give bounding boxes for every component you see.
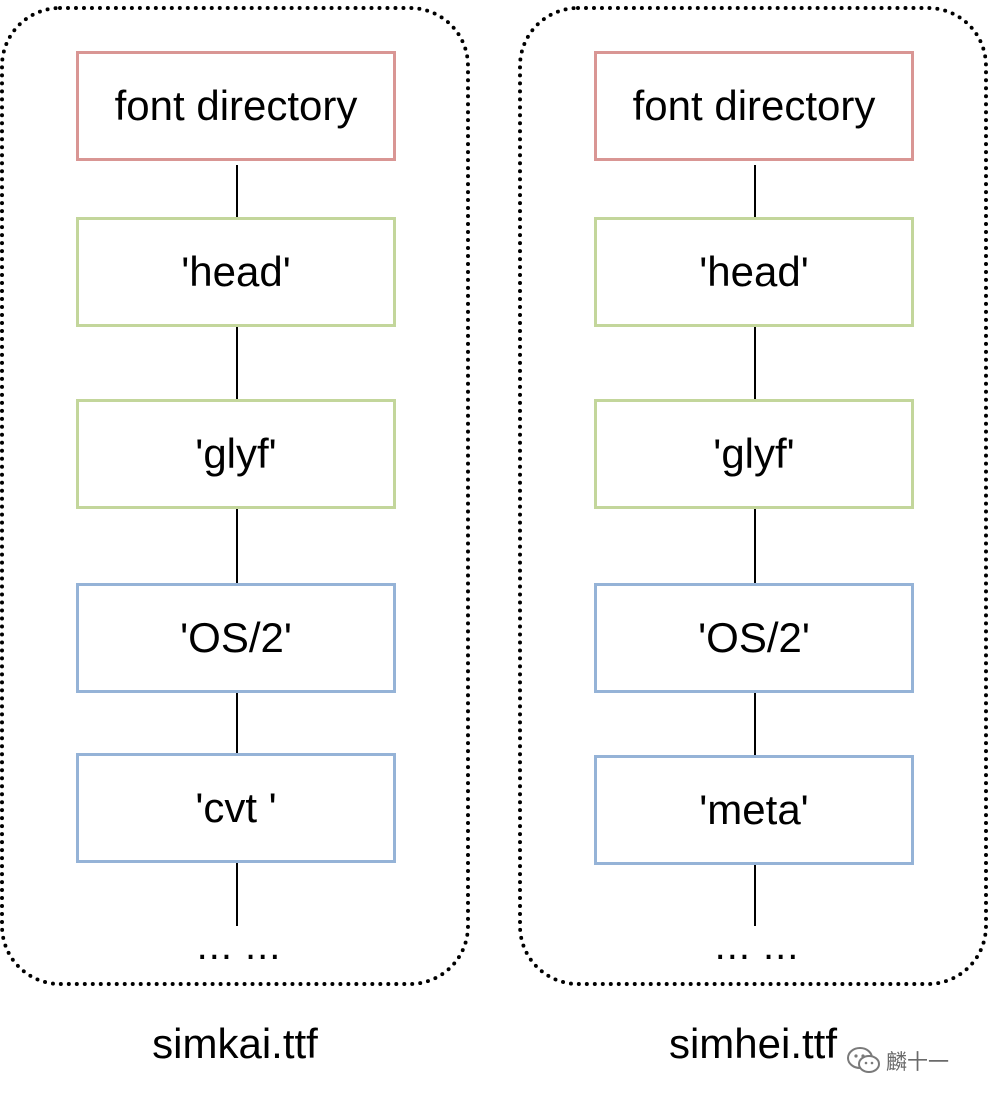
file-name-label-simhei: simhei.ttf [668, 1020, 838, 1067]
more-tables-ellipsis: ... ... [4, 926, 474, 966]
watermark: 麟十一 [846, 1043, 949, 1079]
font-directory-box: font directory [594, 51, 914, 161]
wechat-icon [846, 1046, 882, 1076]
font-directory-box: font directory [76, 51, 396, 161]
table-box-cvt: 'cvt ' [76, 753, 396, 863]
table-box-os2: 'OS/2' [594, 583, 914, 693]
file-name-label-simkai: simkai.ttf [152, 1020, 318, 1067]
more-tables-text: ... ... [196, 924, 282, 968]
table-box-meta: 'meta' [594, 755, 914, 865]
font-file-container-simhei: font directory 'head' 'glyf' 'OS/2' 'met… [518, 6, 988, 986]
more-tables-ellipsis: ... ... [522, 926, 990, 966]
table-box-head: 'head' [76, 217, 396, 327]
table-connector-line [236, 165, 238, 941]
watermark-text: 麟十一 [886, 1051, 949, 1074]
table-box-glyf: 'glyf' [594, 399, 914, 509]
table-box-os2: 'OS/2' [76, 583, 396, 693]
table-box-head: 'head' [594, 217, 914, 327]
table-connector-line [754, 165, 756, 941]
font-file-container-simkai: font directory 'head' 'glyf' 'OS/2' 'cvt… [0, 6, 470, 986]
table-box-glyf: 'glyf' [76, 399, 396, 509]
more-tables-text: ... ... [714, 924, 800, 968]
